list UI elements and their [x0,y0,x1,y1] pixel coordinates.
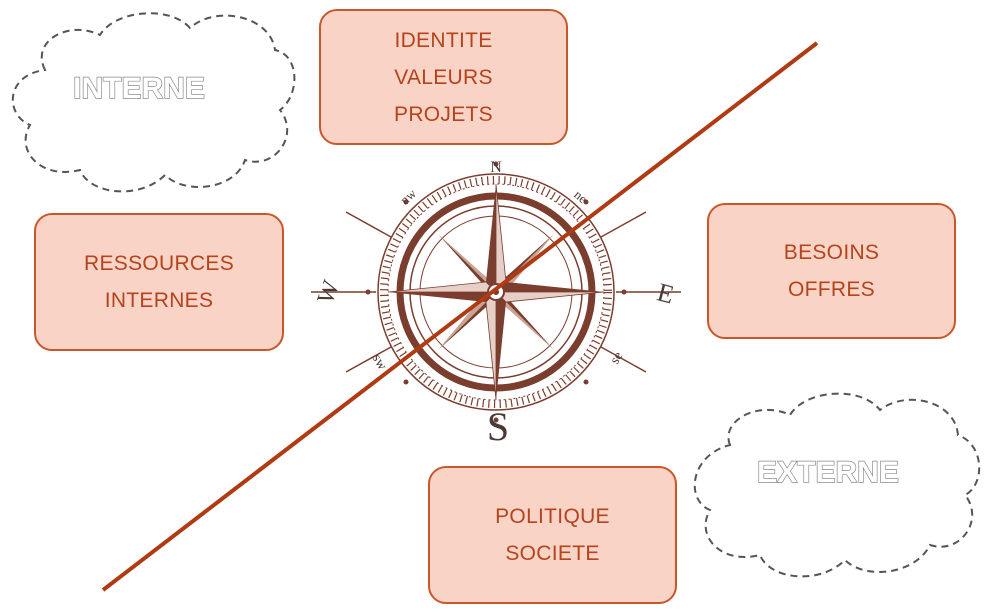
box-identity: IDENTITE VALEURS PROJETS [319,9,568,145]
box-identity-line-1: IDENTITE [394,28,493,52]
compass-n: N [490,159,502,176]
box-needs-line-2: OFFRES [788,278,875,301]
box-identity-line-2: VALEURS [394,65,493,89]
box-needs-line-1: BESOINS [783,241,880,264]
cloud-internal-label: INTERNE [73,72,205,105]
compass-w: W [313,277,345,308]
box-resources-line-1: RESSOURCES [83,252,235,275]
compass-s: S [487,404,509,449]
box-politics: POLITIQUE SOCIETE [428,466,677,604]
box-needs: BESOINS OFFRES [707,203,956,339]
cloud-external: EXTERNE [693,392,981,578]
compass-e: E [654,277,677,309]
box-politics-line-1: POLITIQUE [495,505,610,528]
compass-rose: N S E W nw ne se sw [311,159,681,449]
box-identity-line-3: PROJETS [394,102,493,126]
box-resources-line-2: INTERNES [104,289,214,312]
compass-nw: nw [397,185,419,207]
divider-line [101,41,819,592]
cloud-internal: INTERNE [11,12,296,193]
cloud-external-label: EXTERNE [757,456,899,489]
box-resources: RESSOURCES INTERNES [34,213,284,351]
box-politics-line-2: SOCIETE [505,542,600,565]
